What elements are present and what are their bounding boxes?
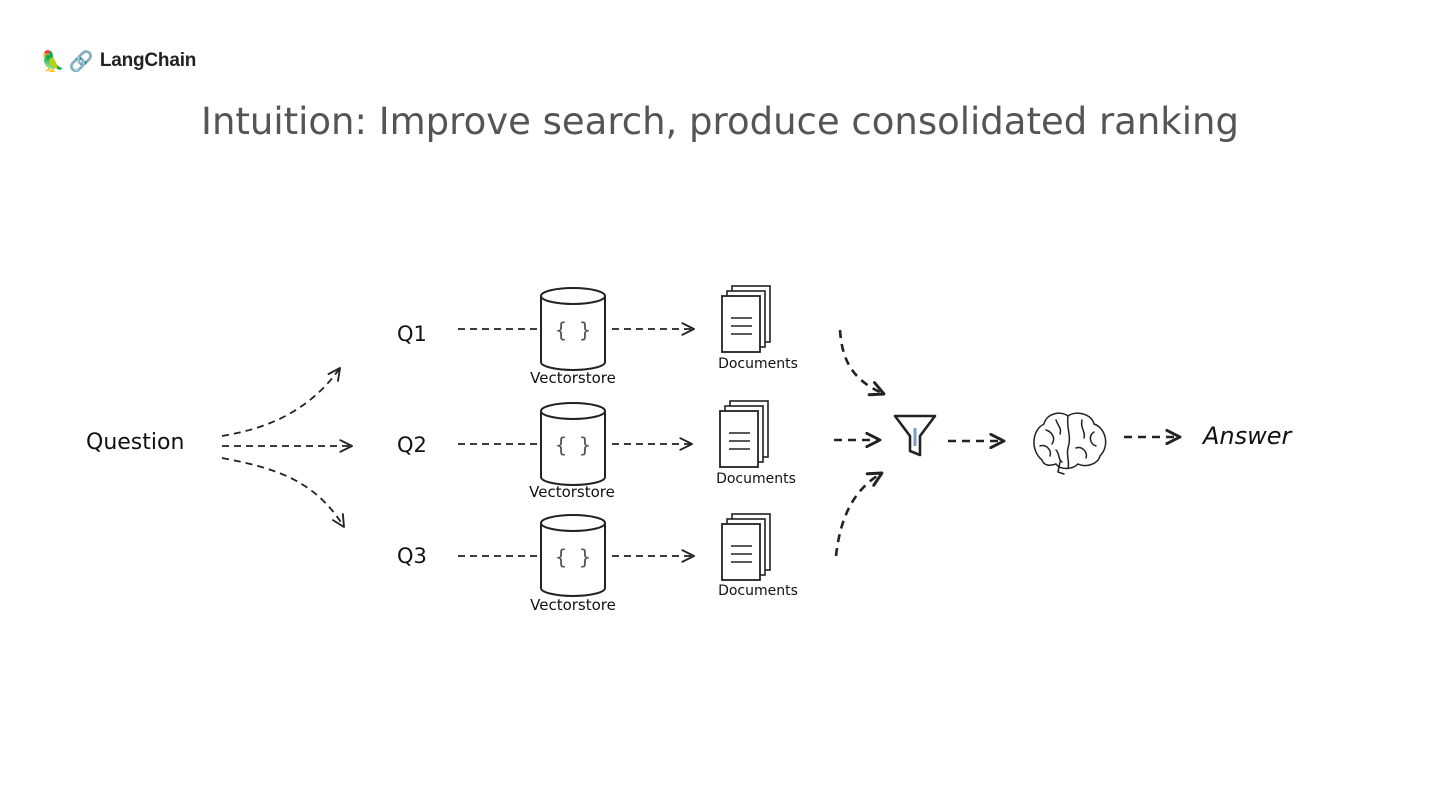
documents-label-q2: Documents <box>716 471 796 487</box>
vectorstore-label-q3: Vectorstore <box>530 596 616 614</box>
link-icon: 🔗 <box>68 49 94 73</box>
documents-icon-q2 <box>719 400 769 468</box>
answer-label: Answer <box>1201 422 1294 450</box>
vectorstore-label-q1: Vectorstore <box>530 369 616 387</box>
slide-title: Intuition: Improve search, produce conso… <box>201 100 1239 143</box>
parrot-icon: 🦜 <box>40 49 65 73</box>
docs-to-filter-arrow-1 <box>838 329 884 394</box>
vectorstore-icon-q2: { } <box>540 402 606 486</box>
documents-label-q3: Documents <box>718 583 798 599</box>
fanout-arrow-q1 <box>221 367 341 437</box>
logo-text: LangChain <box>99 50 197 71</box>
documents-icon-q1 <box>721 285 771 353</box>
vectorstore-glyph-q2: { } <box>555 433 591 457</box>
fanout-arrow-q3 <box>221 457 345 528</box>
vectorstore-glyph-q3: { } <box>555 545 591 569</box>
query-label-q2: Q2 <box>397 433 427 457</box>
query-label-q1: Q1 <box>397 322 427 346</box>
langchain-logo: 🦜 🔗 LangChain <box>40 46 196 76</box>
documents-label-q1: Documents <box>718 356 798 372</box>
docs-to-filter-arrow-3 <box>834 473 882 557</box>
documents-icon-q3 <box>721 513 771 581</box>
vectorstore-icon-q3: { } <box>540 514 606 597</box>
vectorstore-glyph-q1: { } <box>555 318 591 342</box>
query-label-q3: Q3 <box>397 544 427 568</box>
filter-icon <box>893 414 937 457</box>
brain-icon <box>1033 412 1107 475</box>
question-label: Question <box>86 430 184 455</box>
vectorstore-icon-q1: { } <box>540 287 606 371</box>
vectorstore-label-q2: Vectorstore <box>529 483 615 501</box>
